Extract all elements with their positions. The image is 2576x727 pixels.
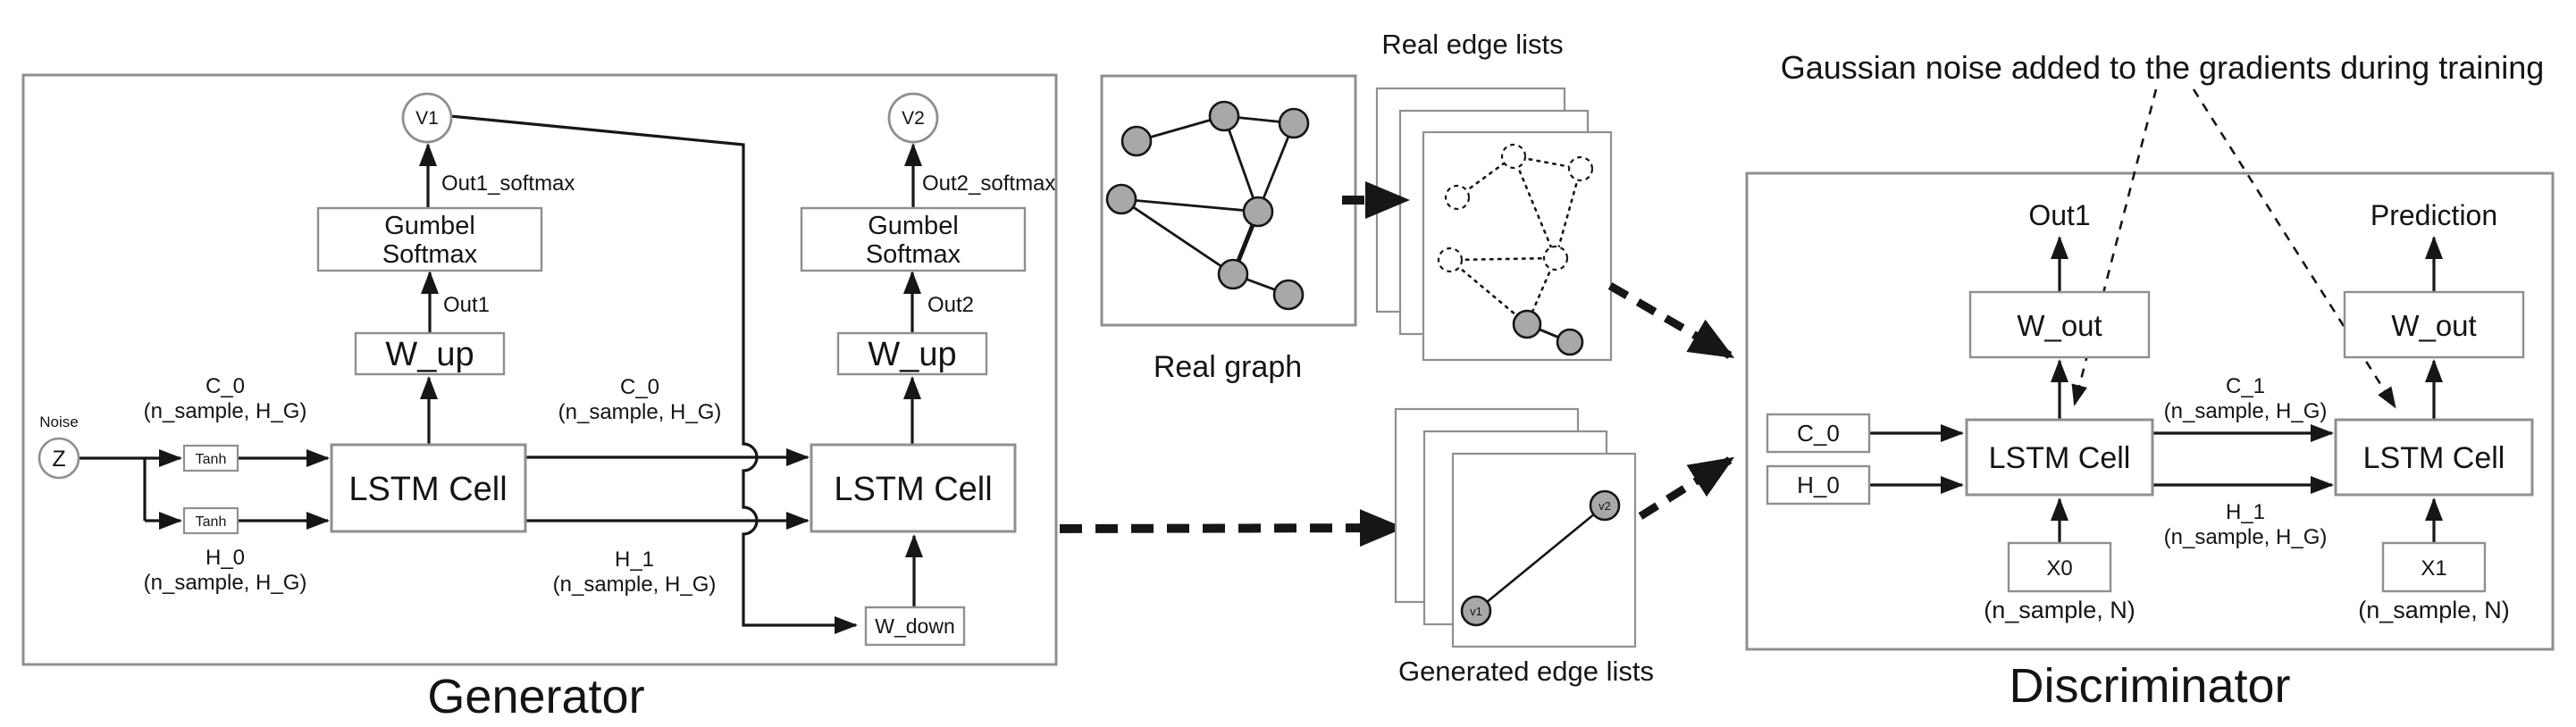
v2-label: V2 xyxy=(902,108,925,129)
gen-card-node-v2 xyxy=(1589,489,1621,522)
disc-out1-label: Out1 xyxy=(2028,199,2090,231)
h0-input-box xyxy=(1766,464,1871,506)
x1-input-box xyxy=(2381,541,2487,593)
gaussian-noise-note: Gaussian noise added to the gradients du… xyxy=(1781,49,2545,86)
c0-mid-label: C_0 xyxy=(620,375,659,399)
w-up-1-label: W_up xyxy=(385,336,474,373)
gumbel-1-line2: Softmax xyxy=(382,240,478,269)
z-label: Z xyxy=(52,447,65,472)
noise-dashed-line-1 xyxy=(2071,88,2158,406)
out2-softmax-label: Out2_softmax xyxy=(922,171,1055,196)
h1-mid-label: H_1 xyxy=(615,547,654,572)
w-up-2-box xyxy=(836,331,988,376)
lstm-cell-g2-box xyxy=(810,443,1017,533)
w-out-2-label: W_out xyxy=(2391,309,2476,342)
gumbel-1-line1: Gumbel xyxy=(384,212,475,240)
tanh-2-box xyxy=(182,506,239,535)
discriminator-section: Gaussian noise added to the gradients du… xyxy=(1745,49,2555,713)
generator-label: Generator xyxy=(427,670,644,723)
w-down-box xyxy=(864,606,966,647)
v1-circle xyxy=(401,92,453,144)
h0-input-label: H_0 xyxy=(1797,472,1840,498)
lstm-cell-d2-box xyxy=(2334,418,2534,497)
real-graph-nodes xyxy=(1105,100,1310,311)
lstm-cell-g1-box xyxy=(330,443,527,533)
real-card-solid-node-1 xyxy=(1512,309,1542,339)
c0-init-shape: (n_sample, H_G) xyxy=(144,399,307,423)
out1-label: Out1 xyxy=(443,293,490,317)
gumbel-softmax-2-box xyxy=(800,206,1027,272)
gumbel-2-line2: Softmax xyxy=(866,240,961,269)
w-up-1-box xyxy=(354,331,506,376)
tanh-2-label: Tanh xyxy=(196,514,227,530)
generated-edge-lists-label: Generated edge lists xyxy=(1398,656,1654,687)
w-out-1-box xyxy=(1968,290,2151,359)
c1-shape: (n_sample, H_G) xyxy=(2164,399,2328,423)
noise-z-circle xyxy=(38,437,80,480)
c1-label: C_1 xyxy=(2226,374,2265,398)
x0-input-label: X0 xyxy=(2046,556,2072,581)
c0-input-box xyxy=(1766,413,1871,454)
c0-input-label: C_0 xyxy=(1797,420,1840,447)
lstm-cell-d2-label: LSTM Cell xyxy=(2363,441,2505,475)
gen-card-node-v1 xyxy=(1460,595,1492,627)
noise-label: Noise xyxy=(39,414,78,430)
c0-init-label: C_0 xyxy=(206,374,245,398)
v1-feedback-line xyxy=(449,114,858,634)
real-card-solid-node-2 xyxy=(1556,328,1584,356)
arrow-gencards-discriminator xyxy=(1638,456,1735,520)
w-out-2-box xyxy=(2343,290,2525,359)
tanh-1-label: Tanh xyxy=(196,452,227,467)
x0-input-box xyxy=(2007,541,2112,593)
lstm-cell-g2-label: LSTM Cell xyxy=(834,471,992,508)
gen-node-v2-label: v2 xyxy=(1598,499,1611,513)
h0-init-label: H_0 xyxy=(206,546,245,570)
v1-label: V1 xyxy=(415,108,439,129)
x0-shape: (n_sample, N) xyxy=(1984,597,2135,623)
lstm-cell-d1-label: LSTM Cell xyxy=(1989,441,2131,475)
arrow-generator-gencards xyxy=(1059,509,1405,547)
gen-node-v1-label: v1 xyxy=(1470,605,1482,618)
real-graph-section: Real graph xyxy=(1100,74,1357,384)
tanh-1-box xyxy=(182,444,239,472)
c0-mid-shape: (n_sample, H_G) xyxy=(558,400,722,424)
w-up-2-label: W_up xyxy=(868,336,956,373)
x1-shape: (n_sample, N) xyxy=(2358,597,2510,623)
w-down-label: W_down xyxy=(875,614,954,638)
w-out-1-label: W_out xyxy=(2017,309,2102,342)
x1-input-label: X1 xyxy=(2421,556,2446,581)
real-edge-lists-section: Real edge lists xyxy=(1342,29,1735,362)
lstm-cell-g1-label: LSTM Cell xyxy=(348,471,507,508)
disc-prediction-label: Prediction xyxy=(2370,199,2497,231)
gumbel-2-line1: Gumbel xyxy=(868,212,959,240)
real-card-dashed-nodes xyxy=(1437,143,1594,273)
v2-circle xyxy=(887,92,939,144)
discriminator-label: Discriminator xyxy=(2009,659,2290,713)
h0-init-shape: (n_sample, H_G) xyxy=(144,571,307,595)
generated-edge-lists-section: v1 v2 Generated edge lists xyxy=(1059,407,1735,687)
h1-shape: (n_sample, H_G) xyxy=(2164,525,2328,549)
h1-mid-shape: (n_sample, H_G) xyxy=(553,572,717,597)
generator-section: Generator Noise Z V1 V2 Tanh Tanh Gumbel… xyxy=(21,73,1058,723)
gumbel-softmax-1-box xyxy=(316,206,543,272)
gen-card-edge xyxy=(1475,504,1606,613)
real-edge-lists-label: Real edge lists xyxy=(1381,29,1563,60)
h1-label: H_1 xyxy=(2226,500,2265,524)
out2-label: Out2 xyxy=(927,293,974,317)
lstm-cell-d1-box xyxy=(1965,418,2154,497)
arrow-realcards-discriminator xyxy=(1607,282,1735,359)
real-graph-label: Real graph xyxy=(1154,350,1302,384)
out1-softmax-label: Out1_softmax xyxy=(441,171,575,196)
